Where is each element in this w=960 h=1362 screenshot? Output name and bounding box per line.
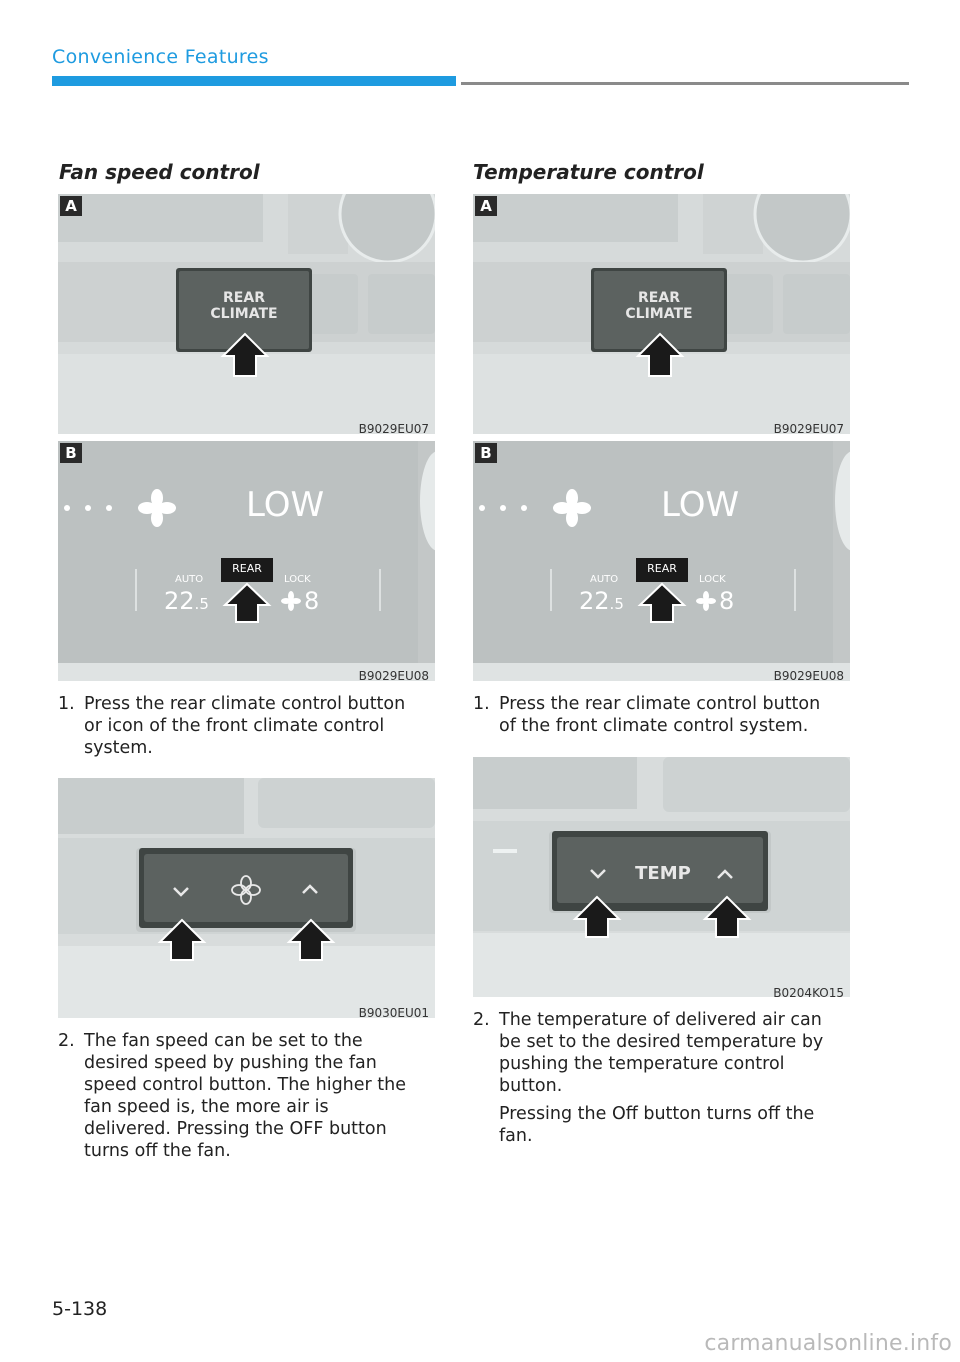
arrow-up-icon (635, 332, 685, 377)
figure-code: B9029EU08 (358, 669, 429, 683)
fan-icon (138, 489, 176, 527)
fan-icon (696, 591, 716, 611)
figure-badge: B (475, 443, 497, 463)
figure-badge: B (60, 443, 82, 463)
arrow-up-icon (286, 918, 336, 961)
step-1: 1. Press the rear climate control button… (58, 694, 406, 758)
lock-label: LOCK (699, 574, 726, 585)
step-2: 2. The fan speed can be set to the desir… (58, 1031, 407, 1161)
chevron-down-icon (173, 887, 189, 897)
figure-code: B9029EU07 (773, 422, 844, 436)
fan-speed-number: 8 (304, 587, 320, 615)
arrow-up-icon (222, 582, 272, 623)
auto-label: AUTO (175, 574, 204, 585)
header-divider (461, 82, 909, 85)
step-1: 1. Press the rear climate control button… (473, 694, 821, 736)
arrow-up-icon (637, 582, 687, 623)
fan-level-display: LOW (661, 485, 740, 525)
arrow-up-icon (157, 918, 207, 961)
chevron-up-icon (302, 884, 318, 894)
auto-label: AUTO (590, 574, 619, 585)
rear-label: REAR (232, 562, 262, 575)
fan-speed-heading: Fan speed control (59, 160, 260, 184)
temperature-readout: 22.5 (579, 587, 624, 615)
lock-label: LOCK (284, 574, 311, 585)
fan-icon (553, 489, 591, 527)
step-2: 2. The temperature of delivered air can … (473, 1010, 824, 1146)
fan-level-display: LOW (246, 485, 325, 525)
fan-speed-number: 8 (719, 587, 735, 615)
chevron-down-icon (590, 869, 606, 879)
figure-code: B9030EU01 (358, 1006, 429, 1020)
arrow-up-icon (572, 895, 622, 938)
figure-code: B0204KO15 (773, 986, 844, 1000)
watermark: carmanualsonline.info (704, 1331, 952, 1356)
temperature-readout: 22.5 (164, 587, 209, 615)
figure-code: B9029EU07 (358, 422, 429, 436)
fan-icon (281, 591, 301, 611)
temperature-heading: Temperature control (473, 160, 704, 184)
figure-badge: A (475, 196, 497, 216)
rear-label: REAR (647, 562, 677, 575)
chevron-up-icon (717, 869, 733, 879)
figure-front-climate-display: B LOW REAR AUTO LOCK 22.5 8 (473, 441, 850, 681)
fan-icon (231, 875, 261, 905)
header-accent-bar (52, 76, 456, 86)
page-number: 5-138 (52, 1298, 108, 1320)
arrow-up-icon (220, 332, 270, 377)
figure-badge: A (60, 196, 82, 216)
figure-temp-button: TEMP (473, 757, 850, 997)
section-header-title: Convenience Features (52, 46, 269, 68)
figure-fan-speed-button (58, 778, 435, 1018)
arrow-up-icon (702, 895, 752, 938)
figure-code: B9029EU08 (773, 669, 844, 683)
figure-front-climate-display: B LOW REAR AUTO LOCK 22.5 8 (58, 441, 435, 681)
temp-button-label: TEMP (635, 863, 691, 884)
